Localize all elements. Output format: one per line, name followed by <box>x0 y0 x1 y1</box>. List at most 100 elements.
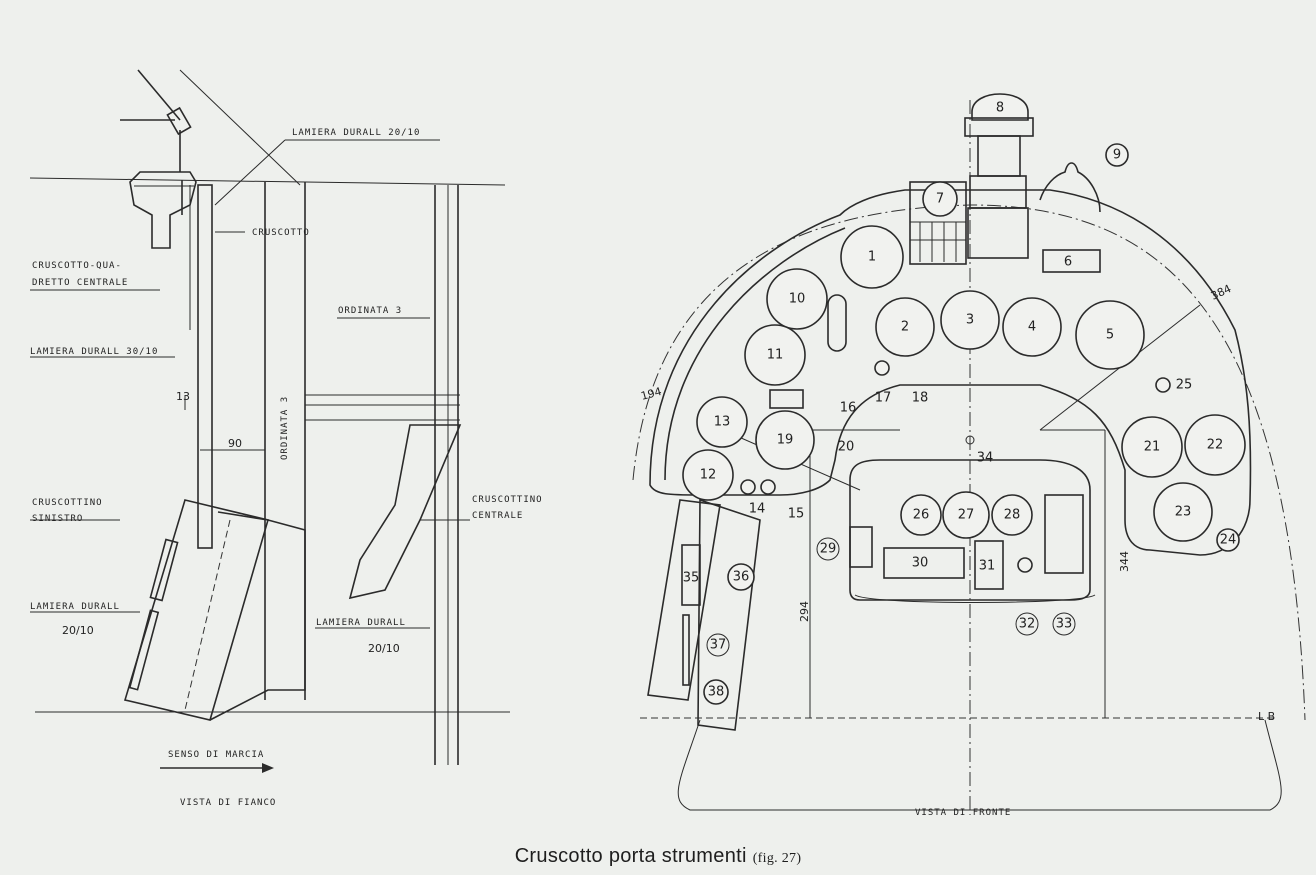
instrument-14-label: 14 <box>749 502 766 517</box>
label-ordinata-vert: ORDINATA 3 <box>280 396 290 460</box>
label-quadretto-1: CRUSCOTTO-QUA- <box>32 261 122 271</box>
instrument-25-label: 25 <box>1176 378 1193 393</box>
instrument-15-label: 15 <box>788 507 805 522</box>
instrument-8-label: 8 <box>996 101 1004 116</box>
instrument-23-label: 23 <box>1175 505 1192 520</box>
cruscottino-slot-2 <box>128 609 160 691</box>
label-dim-294: 294 <box>798 601 811 622</box>
label-lb: L B <box>1258 710 1275 723</box>
sight-head <box>166 106 192 136</box>
instrument-33-label: 33 <box>1056 617 1073 632</box>
instrument-26-gauge <box>900 494 942 536</box>
instrument-4-label: 4 <box>1028 320 1036 335</box>
instrument-17-label: 17 <box>875 391 892 406</box>
sight-body <box>129 171 197 249</box>
cruscottino-sinistro-panel <box>123 499 270 721</box>
cruscottino-centrale-panel <box>348 424 462 600</box>
label-ordinata: ORDINATA 3 <box>338 306 402 316</box>
instrument-35-label: 35 <box>683 571 700 586</box>
instrument-32-callout <box>1015 612 1039 636</box>
instrument-12-label: 12 <box>700 468 717 483</box>
instrument-20-rect <box>769 389 804 409</box>
label-dim-384: 384 <box>1209 282 1234 303</box>
instrument-33-callout <box>1052 612 1076 636</box>
lower-frame <box>809 429 1106 718</box>
instrument-21-gauge <box>1121 416 1183 478</box>
instrument-31-label: 31 <box>979 559 996 574</box>
instrument-30-label: 30 <box>912 556 929 571</box>
leader-lamiera-top <box>214 139 286 206</box>
label-sinistro-2: SINISTRO <box>32 514 83 524</box>
front-panel-outline <box>649 189 1252 556</box>
label-lamiera-left-1: LAMIERA DURALL <box>30 602 120 612</box>
instrument-11-label: 11 <box>767 348 784 363</box>
instrument-16-slot <box>827 294 847 352</box>
label-dim-13: 13 <box>176 390 190 403</box>
instrument-37-label: 37 <box>710 638 727 653</box>
instrument-7-label: 7 <box>936 192 944 207</box>
round-gauges <box>682 143 1246 705</box>
instrument-8-neck <box>977 135 1021 177</box>
instrument-29-callout <box>816 537 840 561</box>
label-sinistro-1: CRUSCOTTINO <box>32 498 103 508</box>
instrument-5-gauge <box>1075 300 1145 370</box>
label-lamiera-30: LAMIERA DURALL 30/10 <box>30 347 158 357</box>
left-lower-panel-b <box>697 498 761 731</box>
instrument-33-rect <box>1044 494 1084 574</box>
instrument-29-label: 29 <box>820 542 837 557</box>
instrument-19-label: 19 <box>777 433 794 448</box>
label-dim-90: 90 <box>228 437 242 450</box>
instrument-18-label: 18 <box>912 391 929 406</box>
instrument-15-gauge <box>760 479 776 495</box>
instrument-8-foot <box>969 175 1027 209</box>
instrument-36-gauge <box>727 563 755 591</box>
instrument-22-label: 22 <box>1207 438 1224 453</box>
instrument-35-slot <box>681 544 701 606</box>
panel-inner-edge <box>664 227 846 481</box>
instrument-7-grid <box>910 221 966 262</box>
instrument-10-label: 10 <box>789 292 806 307</box>
label-centrale-1: CRUSCOTTINO <box>472 495 543 505</box>
arrow-head-icon <box>262 763 274 773</box>
label-vista-fianco: VISTA DI FIANCO <box>180 798 276 808</box>
label-lamiera-left-2: 20/10 <box>62 624 94 637</box>
instrument-37-slot <box>682 614 690 686</box>
side-view: LAMIERA DURALL 20/10 CRUSCOTTO CRUSCOTTO… <box>29 69 543 808</box>
instrument-22-gauge <box>1184 414 1246 476</box>
instrument-27-label: 27 <box>958 508 975 523</box>
instrument-21-label: 21 <box>1144 440 1161 455</box>
label-quadretto-2: DRETTO CENTRALE <box>32 278 128 288</box>
instrument-11-gauge <box>744 324 806 386</box>
label-dim-344: 344 <box>1118 551 1131 572</box>
instrument-37-callout <box>706 633 730 657</box>
instrument-34-label: 34 <box>977 451 994 466</box>
instrument-12-gauge <box>682 449 734 501</box>
instrument-26-label: 26 <box>913 508 930 523</box>
instrument-20-label: 20 <box>838 440 855 455</box>
caption-fig-ref: (fig. 27) <box>752 851 802 866</box>
instrument-31-rect <box>974 540 1004 590</box>
label-lamiera-top: LAMIERA DURALL 20/10 <box>292 128 420 138</box>
fuselage-bottom <box>677 719 1282 811</box>
figure-caption: Cruscotto porta strumenti(fig. 27) <box>0 845 1316 868</box>
label-dim-194: 194 <box>639 385 663 403</box>
instrument-19-gauge <box>755 410 815 470</box>
instrument-30-rect <box>883 547 965 579</box>
left-lower-panel-a <box>647 499 721 701</box>
instrument-1-label: 1 <box>868 250 876 265</box>
instrument-28-label: 28 <box>1004 508 1021 523</box>
instrument-34-knob <box>965 435 975 445</box>
instrument-1-gauge <box>840 225 904 289</box>
instrument-13-gauge <box>696 396 748 448</box>
label-senso-marcia: SENSO DI MARCIA <box>168 750 264 760</box>
instrument-38-label: 38 <box>708 685 725 700</box>
instrument-32-knob <box>1017 557 1033 573</box>
instrument-2-label: 2 <box>901 320 909 335</box>
instrument-38-gauge <box>703 679 729 705</box>
instrument-3-gauge <box>940 290 1000 350</box>
instrument-7-gauge <box>922 181 958 217</box>
instrument-16-label: 16 <box>840 401 857 416</box>
instrument-29-rect <box>849 526 873 568</box>
